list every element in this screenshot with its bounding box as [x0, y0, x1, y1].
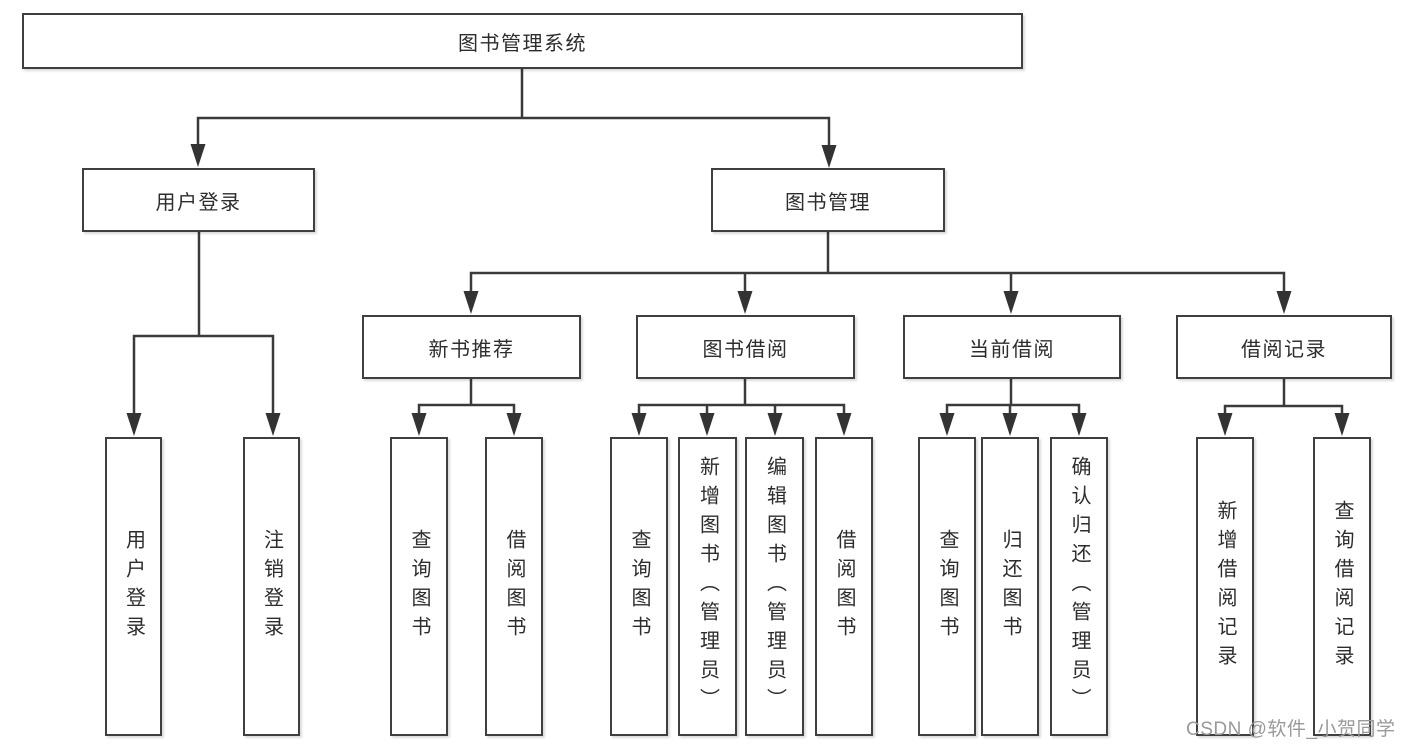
leaf-br-add-record: 新增借阅记录	[1196, 437, 1254, 736]
leaf-bb-borrow-book: 借阅图书	[815, 437, 873, 736]
node-new-book-recommend: 新书推荐	[362, 315, 581, 379]
leaf-cb-confirm-return-admin: 确认归还（管理员）	[1050, 437, 1108, 736]
leaf-rec-query-book: 查询图书	[390, 437, 448, 736]
node-book-borrowing: 图书借阅	[636, 315, 855, 379]
node-book-management: 图书管理	[711, 168, 945, 232]
node-borrowing-records: 借阅记录	[1176, 315, 1392, 379]
node-current-borrowing: 当前借阅	[903, 315, 1121, 379]
arrowheads	[126, 144, 1350, 436]
node-user-login: 用户登录	[82, 168, 315, 232]
node-root: 图书管理系统	[22, 13, 1023, 69]
leaf-user-login: 用户登录	[105, 437, 162, 736]
leaf-bb-query-book: 查询图书	[610, 437, 668, 736]
leaf-bb-add-book-admin: 新增图书（管理员）	[678, 437, 737, 736]
leaf-bb-edit-book-admin: 编辑图书（管理员）	[745, 437, 804, 736]
leaf-cb-return-book: 归还图书	[981, 437, 1039, 736]
leaf-rec-borrow-book: 借阅图书	[485, 437, 543, 736]
leaf-br-query-record: 查询借阅记录	[1313, 437, 1371, 736]
leaf-cb-query-book: 查询图书	[918, 437, 976, 736]
leaf-logout: 注销登录	[243, 437, 300, 736]
watermark: CSDN @软件_小贺同学	[1186, 719, 1396, 740]
